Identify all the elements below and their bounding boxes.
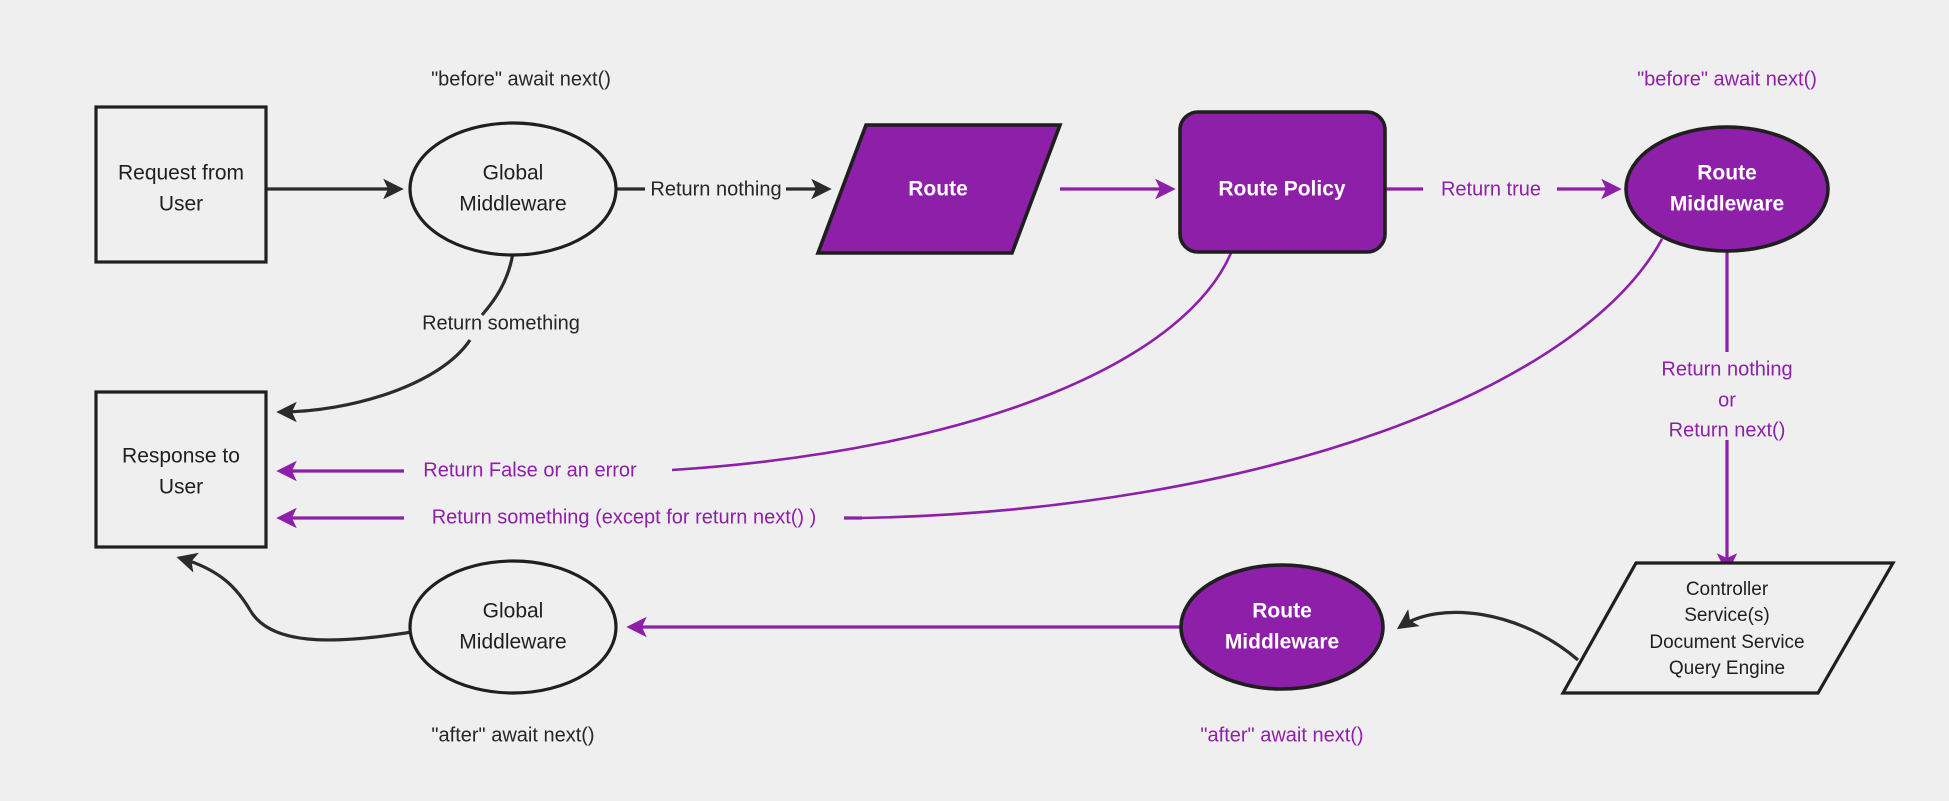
annotation-after-await-next-bottom-right: "after" await next() [1200, 724, 1363, 746]
node-global-middleware-top[interactable]: Global Middleware [408, 121, 618, 257]
node-global-middleware-top-line1: Global [483, 162, 544, 185]
node-response-to-user[interactable]: Response to User [94, 390, 268, 549]
node-global-middleware-bottom[interactable]: Global Middleware [408, 559, 618, 695]
annotation-before-await-next-top-right: "before" await next() [1637, 68, 1817, 90]
edge-route-policy-to-route-middleware: Return true [1385, 178, 1622, 200]
node-route-middleware-bottom-line1: Route [1252, 600, 1312, 623]
edge-controller-to-route-middleware-bottom [1396, 609, 1580, 662]
edge-label-return-nothing: Return nothing [650, 178, 781, 200]
node-controller-stack-line3: Document Service [1649, 632, 1804, 653]
edge-global-middleware-bottom-to-response [176, 552, 413, 642]
node-route-middleware-top-line2: Middleware [1670, 193, 1784, 216]
node-request-from-user[interactable]: Request from User [94, 105, 268, 264]
node-controller-stack[interactable]: Controller Service(s) Document Service Q… [1560, 561, 1896, 695]
edge-label-return-true: Return true [1441, 178, 1541, 200]
annotation-before-await-next-top-left: "before" await next() [431, 68, 611, 90]
node-response-to-user-line1: Response to [122, 445, 240, 468]
edge-global-middleware-return-something: Return something [276, 252, 580, 423]
node-request-from-user-line1: Request from [118, 162, 244, 185]
edge-label-return-nothing-line3: Return next() [1669, 419, 1786, 441]
node-global-middleware-bottom-line1: Global [483, 600, 544, 623]
annotation-after-await-next-bottom-left: "after" await next() [431, 724, 594, 746]
node-route-middleware-bottom[interactable]: Route Middleware [1179, 563, 1385, 691]
edge-global-middleware-to-route: Return nothing [617, 178, 832, 200]
node-controller-stack-line2: Service(s) [1684, 605, 1770, 626]
node-route-policy[interactable]: Route Policy [1178, 110, 1387, 254]
node-controller-stack-line4: Query Engine [1669, 658, 1785, 679]
edge-label-return-nothing-line2: or [1718, 389, 1736, 411]
node-route-middleware-top-line1: Route [1697, 162, 1757, 185]
node-route-label: Route [908, 178, 968, 201]
node-route-middleware-bottom-line2: Middleware [1225, 631, 1339, 654]
edge-label-return-something: Return something [422, 312, 580, 334]
node-response-to-user-line2: User [159, 476, 203, 499]
edge-label-return-nothing-line1: Return nothing [1661, 358, 1792, 380]
node-route-policy-label: Route Policy [1218, 178, 1346, 201]
node-route-middleware-top[interactable]: Route Middleware [1624, 125, 1830, 253]
edge-route-middleware-return-something: Return something (except for return next… [276, 238, 1664, 534]
edge-route-policy-return-false: Return False or an error [276, 247, 1235, 487]
node-global-middleware-top-line2: Middleware [459, 193, 566, 216]
edge-label-return-false-or-error: Return False or an error [423, 459, 637, 481]
node-request-from-user-line2: User [159, 193, 203, 216]
edge-route-middleware-to-controller: Return nothing or Return next() [1661, 250, 1793, 574]
node-controller-stack-line1: Controller [1686, 579, 1769, 600]
node-route[interactable]: Route [815, 123, 1063, 255]
edge-label-return-something-except-next: Return something (except for return next… [432, 506, 817, 528]
node-global-middleware-bottom-line2: Middleware [459, 631, 566, 654]
